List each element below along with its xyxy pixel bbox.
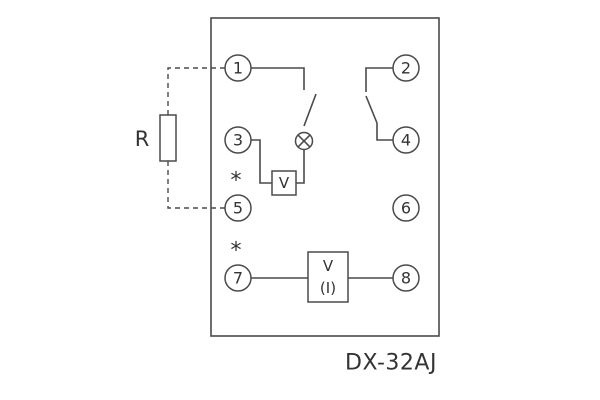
- right-contact-branch: [365, 67, 393, 141]
- resistor-symbol: [159, 114, 177, 162]
- terminal-3: 3: [224, 126, 252, 154]
- wire-terminal1: [251, 67, 305, 90]
- terminal-4: 4: [392, 126, 420, 154]
- terminal-5: 5: [224, 194, 252, 222]
- meter-label-line1: V: [323, 257, 334, 275]
- asterisk-mark-top: *: [231, 169, 242, 194]
- wire-terminal2: [365, 67, 393, 92]
- terminal-number: 3: [233, 131, 243, 150]
- terminal-2: 2: [392, 54, 420, 82]
- lamp-cross-line-2: [297, 134, 311, 148]
- terminal-circle: [224, 194, 252, 222]
- terminal-6: 6: [392, 194, 420, 222]
- wire-terminal4: [376, 123, 393, 141]
- voltage-coil-label: V: [279, 174, 290, 192]
- terminal-circle: [392, 126, 420, 154]
- dashed-wire-bottom: [167, 161, 225, 209]
- contact-blade-right: [365, 95, 378, 124]
- terminal-number: 5: [233, 199, 243, 218]
- terminal-1: 1: [224, 54, 252, 82]
- terminal-circle: [392, 54, 420, 82]
- external-resistor-circuit: R: [135, 67, 225, 209]
- terminal-circle: [392, 194, 420, 222]
- model-label: DX-32AJ: [345, 351, 437, 376]
- resistor-label: R: [135, 127, 150, 151]
- wire-lamp-to-coil: [296, 149, 305, 184]
- terminal-number: 7: [233, 269, 243, 288]
- contact-blade-left: [303, 93, 317, 127]
- meter-branch: V (I): [251, 251, 393, 303]
- voltage-coil-box: [271, 170, 297, 196]
- terminal-number: 4: [401, 131, 411, 150]
- terminal-circle: [224, 264, 252, 292]
- relay-outline: [210, 17, 440, 337]
- asterisk-mark-bottom: *: [231, 239, 242, 264]
- terminal-circle: [224, 54, 252, 82]
- contact-lamp-branch: [251, 67, 317, 184]
- voltage-coil-branch: V: [251, 139, 297, 196]
- wire-terminal3: [251, 139, 272, 184]
- terminal-8: 8: [392, 264, 420, 292]
- terminal-number: 2: [401, 59, 411, 78]
- meter-box: [307, 251, 349, 303]
- terminal-number: 6: [401, 199, 411, 218]
- terminal-number: 8: [401, 269, 411, 288]
- meter-label-line2: (I): [320, 279, 336, 297]
- terminal-7: 7: [224, 264, 252, 292]
- dashed-wire-top: [167, 67, 225, 115]
- terminal-number: 1: [233, 59, 243, 78]
- terminal-circle: [392, 264, 420, 292]
- terminal-circle: [224, 126, 252, 154]
